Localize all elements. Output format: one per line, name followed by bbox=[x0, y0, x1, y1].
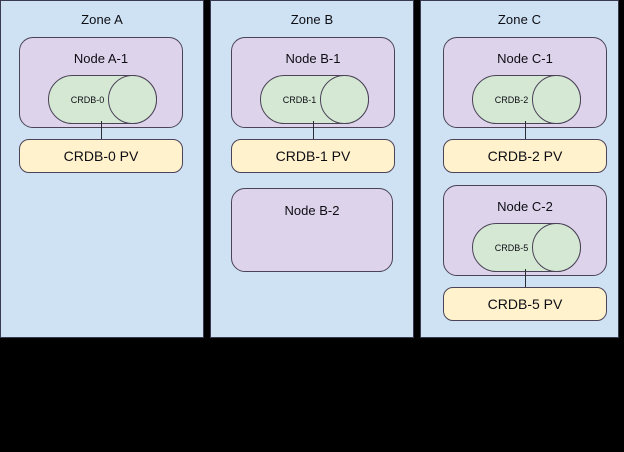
node-b-1-title: Node B-1 bbox=[285, 51, 341, 66]
database-cylinder-icon bbox=[260, 75, 369, 124]
node-a-1: Node A-1 CRDB-0 bbox=[19, 37, 183, 128]
node-c-1: Node C-1 CRDB-2 bbox=[443, 37, 607, 128]
pv-crdb-1-label: CRDB-1 PV bbox=[275, 148, 351, 164]
zone-c: Zone C Node C-1 CRDB-2 CRDB-2 PV Node C-… bbox=[420, 0, 619, 338]
connector-node-c-1-to-pv bbox=[525, 121, 526, 140]
connector-node-a-1-to-pv bbox=[101, 121, 102, 140]
database-cylinder-icon bbox=[48, 75, 157, 124]
database-cylinder-icon bbox=[472, 223, 581, 272]
database-crdb-1: CRDB-1 bbox=[260, 75, 369, 124]
pv-crdb-0: CRDB-0 PV bbox=[19, 139, 183, 173]
node-a-1-title: Node A-1 bbox=[73, 51, 129, 66]
pv-crdb-1: CRDB-1 PV bbox=[231, 139, 395, 173]
node-c-1-title: Node C-1 bbox=[497, 51, 553, 66]
pv-crdb-0-label: CRDB-0 PV bbox=[63, 148, 139, 164]
connector-node-c-2-to-pv bbox=[525, 269, 526, 288]
zone-a: Zone A Node A-1 CRDB-0 CRDB-0 PV bbox=[0, 0, 204, 338]
node-b-2-title: Node B-2 bbox=[284, 203, 340, 218]
pv-crdb-2: CRDB-2 PV bbox=[443, 139, 607, 173]
node-c-2-title: Node C-2 bbox=[497, 199, 553, 214]
pv-crdb-5-label: CRDB-5 PV bbox=[487, 296, 563, 312]
database-crdb-2: CRDB-2 bbox=[472, 75, 581, 124]
zone-a-title: Zone A bbox=[81, 12, 123, 27]
pv-crdb-2-label: CRDB-2 PV bbox=[487, 148, 563, 164]
zone-b: Zone B Node B-1 CRDB-1 CRDB-1 PV Node B-… bbox=[210, 0, 414, 338]
connector-node-b-1-to-pv bbox=[313, 121, 314, 140]
database-cylinder-icon bbox=[472, 75, 581, 124]
database-crdb-0: CRDB-0 bbox=[48, 75, 157, 124]
node-c-2: Node C-2 CRDB-5 bbox=[443, 185, 607, 276]
zone-b-title: Zone B bbox=[290, 12, 334, 27]
zone-c-title: Zone C bbox=[497, 12, 542, 27]
node-b-2: Node B-2 bbox=[231, 188, 393, 272]
pv-crdb-5: CRDB-5 PV bbox=[443, 287, 607, 321]
node-b-1: Node B-1 CRDB-1 bbox=[231, 37, 395, 128]
database-crdb-5: CRDB-5 bbox=[472, 223, 581, 272]
